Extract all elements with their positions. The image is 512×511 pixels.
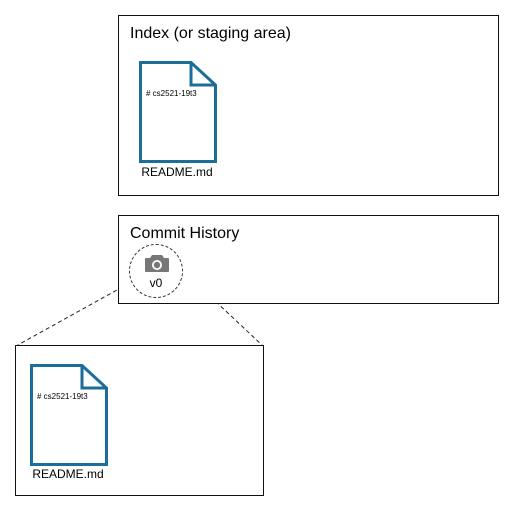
camera-icon — [145, 255, 169, 272]
commit-history-title: Commit History — [130, 225, 240, 242]
snapshot-file-content: # cs2521-19t3 — [37, 392, 88, 401]
index-file-content: # cs2521-19t3 — [146, 89, 197, 98]
connector-line-right — [179, 267, 264, 347]
snapshot-file-icon[interactable]: # cs2521-19t3 — [30, 364, 108, 466]
commit-history-box: Commit History — [118, 215, 499, 304]
connector-line-left — [15, 279, 136, 347]
index-title: Index (or staging area) — [130, 25, 291, 42]
commit-label: v0 — [149, 276, 163, 290]
index-file-name: README.md — [141, 165, 213, 179]
snapshot-file-name: README.md — [32, 467, 104, 481]
index-file-icon[interactable]: # cs2521-19t3 — [139, 61, 217, 163]
commit-node[interactable]: v0 — [129, 244, 183, 298]
